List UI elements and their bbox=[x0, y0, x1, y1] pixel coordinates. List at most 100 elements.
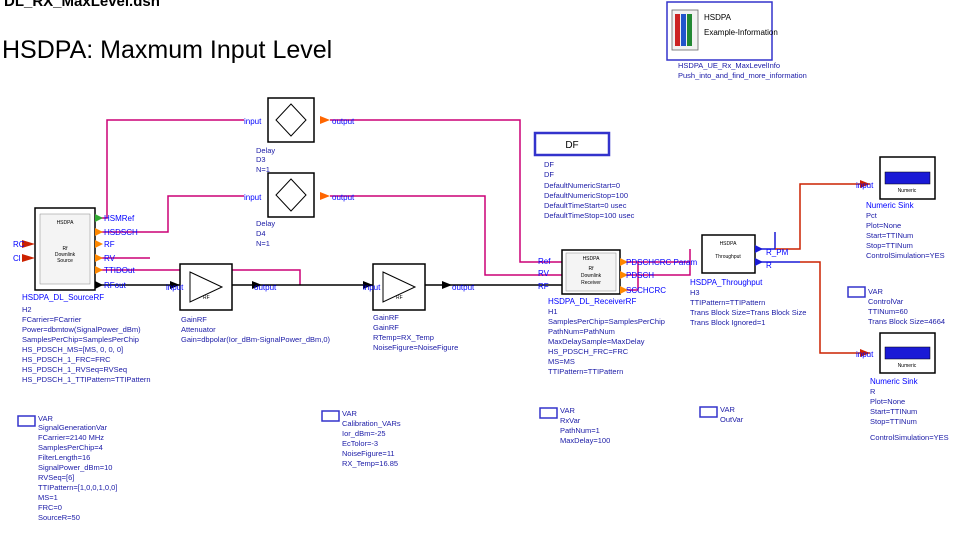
svg-text:TTIPattern=TTIPattern: TTIPattern=TTIPattern bbox=[548, 367, 623, 376]
receiver-id: H1 bbox=[548, 307, 558, 316]
var-control[interactable] bbox=[847, 286, 866, 298]
var-signal[interactable] bbox=[17, 415, 36, 427]
gain2-out: output bbox=[452, 283, 475, 292]
var-rx[interactable] bbox=[539, 407, 558, 419]
svg-text:MaxDelay=100: MaxDelay=100 bbox=[560, 436, 610, 445]
var-control-lines: ControlVar TTINum=60 Trans Block Size=46… bbox=[868, 297, 945, 326]
svg-text:RxVar: RxVar bbox=[560, 416, 581, 425]
svg-text:Trans Block Size=4664: Trans Block Size=4664 bbox=[868, 317, 945, 326]
svg-text:Start=TTINum: Start=TTINum bbox=[866, 231, 913, 240]
receiver-out-scchcrc: SCCHCRC bbox=[626, 286, 666, 295]
svg-text:Calibration_VARs: Calibration_VARs bbox=[342, 419, 401, 428]
wire-source-ttid bbox=[95, 269, 301, 285]
svg-text:TTINum=60: TTINum=60 bbox=[868, 307, 908, 316]
var-calibration-icon bbox=[321, 410, 340, 422]
numeric-sink-r[interactable]: Numeric bbox=[879, 332, 936, 374]
var-calibration[interactable] bbox=[321, 410, 340, 422]
source-out-rv: RV bbox=[104, 254, 116, 263]
info-link[interactable]: HSDPA_UE_Rx_MaxLevelInfo bbox=[678, 61, 780, 70]
throughput-id: H3 bbox=[690, 288, 700, 297]
sink1-params: Plot=None Start=TTINum Stop=TTINum Contr… bbox=[866, 221, 945, 260]
wire-delay3-to-receiver bbox=[330, 119, 562, 263]
svg-text:SamplesPerChip=4: SamplesPerChip=4 bbox=[38, 443, 103, 452]
sink2-in: input bbox=[856, 350, 874, 359]
svg-text:Throughput: Throughput bbox=[715, 254, 741, 260]
throughput-name: HSDPA_Throughput bbox=[690, 278, 763, 287]
source-out-rfout: RFout bbox=[104, 281, 127, 290]
delay-d4-block[interactable] bbox=[267, 172, 315, 218]
svg-text:SamplesPerChip=SamplesPerChip: SamplesPerChip=SamplesPerChip bbox=[548, 317, 665, 326]
info-caption: Push_into_and_find_more_information bbox=[678, 71, 807, 80]
var-out-name: OutVar bbox=[720, 415, 744, 424]
delay-d3-name: Delay bbox=[256, 146, 275, 155]
svg-text:DefaultNumericStart=0: DefaultNumericStart=0 bbox=[544, 181, 620, 190]
svg-text:DefaultNumericStop=100: DefaultNumericStop=100 bbox=[544, 191, 628, 200]
delay-d3-block[interactable] bbox=[267, 97, 315, 143]
var-control-tag: VAR bbox=[868, 287, 883, 296]
wire-to-sink1 bbox=[775, 183, 870, 250]
source-out-ttidout: TTIDOut bbox=[104, 266, 135, 275]
svg-text:ControlSimulation=YES: ControlSimulation=YES bbox=[870, 433, 949, 442]
delay-d3-id: D3 bbox=[256, 155, 266, 164]
source-params: FCarrier=FCarrier Power=dbmtow(SignalPow… bbox=[22, 315, 151, 384]
source-body-4: Source bbox=[57, 258, 73, 264]
svg-text:Plot=None: Plot=None bbox=[870, 397, 905, 406]
var-control-icon bbox=[847, 286, 866, 298]
source-port-cl: Cl bbox=[13, 254, 21, 263]
svg-text:Trans Block Size=Trans Block S: Trans Block Size=Trans Block Size bbox=[690, 308, 806, 317]
svg-text:FCarrier=2140 MHz: FCarrier=2140 MHz bbox=[38, 433, 104, 442]
svg-text:Receiver: Receiver bbox=[581, 280, 601, 286]
var-out[interactable] bbox=[699, 406, 718, 418]
source-out-hsmref: HSMRef bbox=[104, 214, 135, 223]
gain2-in: input bbox=[363, 283, 381, 292]
var-signal-lines: SignalGenerationVar FCarrier=2140 MHz Sa… bbox=[38, 423, 117, 522]
svg-text:Downlink: Downlink bbox=[581, 273, 602, 279]
gain2-param-1: RTemp=RX_Temp bbox=[373, 333, 434, 342]
svg-text:MS=MS: MS=MS bbox=[548, 357, 575, 366]
svg-text:Start=TTINum: Start=TTINum bbox=[870, 407, 917, 416]
var-signal-icon bbox=[17, 415, 36, 427]
svg-text:DefaultTimeStop=100 usec: DefaultTimeStop=100 usec bbox=[544, 211, 635, 220]
sink2-id: R bbox=[870, 387, 876, 396]
source-block[interactable]: HSDPA Rf Downlink Source bbox=[34, 207, 96, 291]
svg-text:RX_Temp=16.85: RX_Temp=16.85 bbox=[342, 459, 398, 468]
svg-text:FilterLength=16: FilterLength=16 bbox=[38, 453, 90, 462]
svg-text:Plot=None: Plot=None bbox=[866, 221, 901, 230]
gain-rf-block[interactable]: RF bbox=[372, 263, 426, 311]
sink2-display-icon bbox=[884, 346, 931, 360]
svg-text:HS_PDSCH_1_TTIPattern=TTIPatte: HS_PDSCH_1_TTIPattern=TTIPattern bbox=[22, 375, 151, 384]
var-rx-tag: VAR bbox=[560, 406, 575, 415]
svg-text:Power=dbmtow(SignalPower_dBm): Power=dbmtow(SignalPower_dBm) bbox=[22, 325, 141, 334]
sink1-display-icon bbox=[884, 171, 931, 185]
throughput-out-rpm: R_PM bbox=[766, 248, 789, 257]
receiver-out-pdschcrc: PDSCHCRC Param bbox=[626, 258, 697, 267]
gain1-id: Attenuator bbox=[181, 325, 216, 334]
gain1-out: output bbox=[254, 283, 277, 292]
svg-text:TTIPattern=[1,0,0,1,0,0]: TTIPattern=[1,0,0,1,0,0] bbox=[38, 483, 117, 492]
svg-text:EcTolor=-3: EcTolor=-3 bbox=[342, 439, 378, 448]
svg-text:DF: DF bbox=[544, 160, 554, 169]
df-controller[interactable]: DF bbox=[533, 131, 611, 157]
svg-text:Numeric: Numeric bbox=[898, 188, 917, 194]
svg-text:SignalGenerationVar: SignalGenerationVar bbox=[38, 423, 108, 432]
receiver-block[interactable]: HSDPA Rf Downlink Receiver bbox=[561, 249, 621, 295]
delay-d3-in: input bbox=[244, 117, 262, 126]
info-component[interactable]: HSDPA Example-Information bbox=[666, 1, 778, 61]
gain2-id: GainRF bbox=[373, 323, 399, 332]
svg-text:MaxDelaySample=MaxDelay: MaxDelaySample=MaxDelay bbox=[548, 337, 645, 346]
wire-to-sink2 bbox=[800, 261, 870, 354]
numeric-sink-pct[interactable]: Numeric bbox=[879, 156, 936, 200]
gain-attenuator-block[interactable]: RF bbox=[179, 263, 233, 311]
svg-text:HS_PDSCH_FRC=FRC: HS_PDSCH_FRC=FRC bbox=[548, 347, 629, 356]
delay-d3-out: output bbox=[332, 117, 355, 126]
throughput-block[interactable]: HSDPA Throughput bbox=[701, 234, 756, 274]
source-body-1: HSDPA bbox=[57, 220, 75, 226]
svg-text:FCarrier=FCarrier: FCarrier=FCarrier bbox=[22, 315, 82, 324]
svg-text:SignalPower_dBm=10: SignalPower_dBm=10 bbox=[38, 463, 112, 472]
source-port-rc: RC bbox=[13, 240, 25, 249]
receiver-in-rv: RV bbox=[538, 269, 550, 278]
delay-d4-name: Delay bbox=[256, 219, 275, 228]
wire-source-to-delay4 bbox=[95, 195, 244, 233]
svg-text:MS=1: MS=1 bbox=[38, 493, 58, 502]
source-body-3: Downlink bbox=[55, 252, 76, 258]
